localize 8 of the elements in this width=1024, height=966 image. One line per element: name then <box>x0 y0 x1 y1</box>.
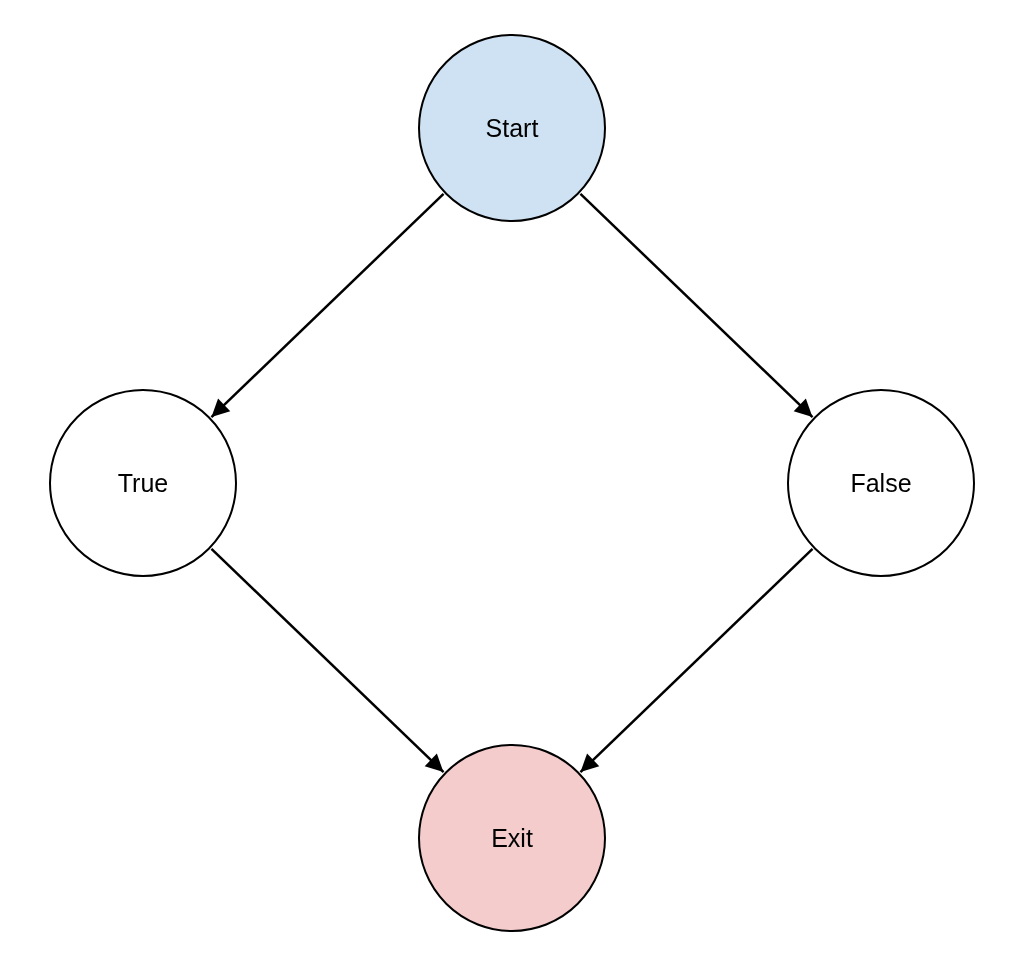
node-label: Start <box>485 113 539 143</box>
arrow <box>579 192 814 419</box>
arrow <box>210 547 445 774</box>
node-label: False <box>850 468 912 498</box>
arrow <box>210 192 445 419</box>
node-label: Exit <box>491 823 533 853</box>
arrow <box>579 547 814 774</box>
node-label: True <box>117 468 169 498</box>
